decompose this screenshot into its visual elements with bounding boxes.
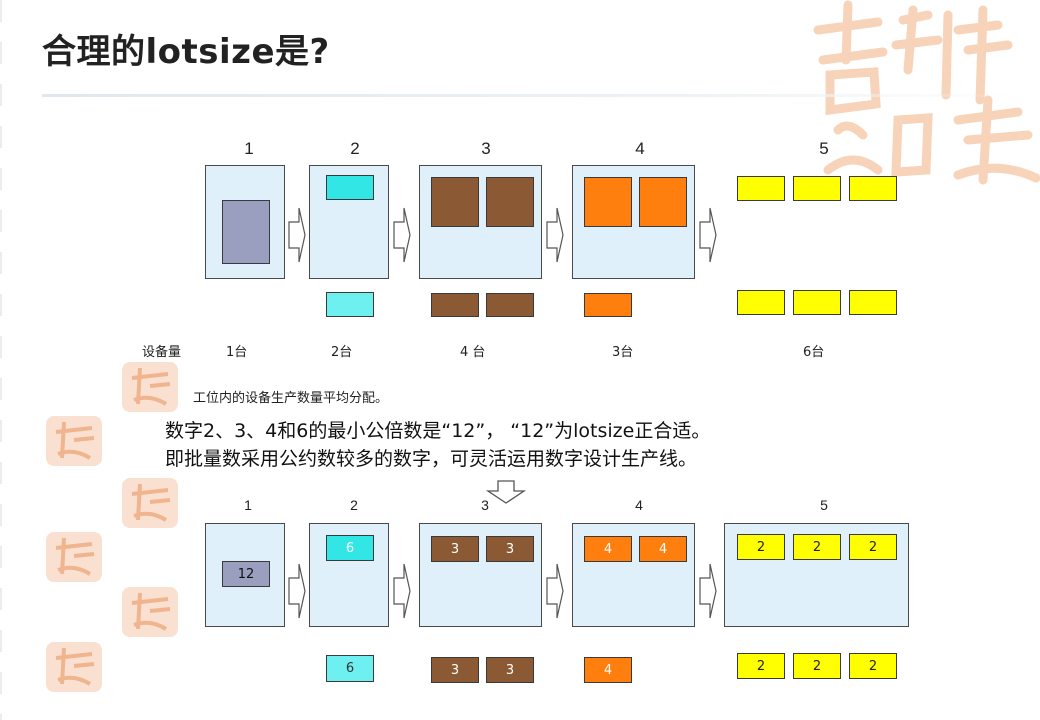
flow-arrow-icon <box>288 207 306 263</box>
lot-block: 6 <box>326 655 374 682</box>
equipment-count: 3台 <box>612 345 634 360</box>
note-text: 工位内的设备生产数量平均分配。 <box>193 391 389 406</box>
station-number: 5 <box>819 139 829 158</box>
station-number: 4 <box>635 139 645 158</box>
equipment-block <box>737 290 785 315</box>
equipment-block <box>326 292 374 317</box>
equipment-block <box>222 200 270 264</box>
lot-block: 4 <box>639 536 687 562</box>
seal-stamp-icon <box>122 362 178 412</box>
flow-arrow-icon <box>288 563 306 619</box>
equipment-block <box>849 290 897 315</box>
flow-arrow-icon <box>393 563 411 619</box>
equipment-block <box>737 176 785 201</box>
lot-block: 2 <box>849 653 897 679</box>
equipment-block <box>849 176 897 201</box>
flow-arrow-icon <box>699 207 717 263</box>
lot-block: 3 <box>431 536 479 562</box>
lot-block: 2 <box>849 534 897 560</box>
equipment-block <box>326 175 374 200</box>
equipment-count: 1台 <box>226 345 248 360</box>
flow-arrow-icon <box>546 563 564 619</box>
lot-block: 12 <box>222 561 270 587</box>
flow-arrow-icon <box>699 563 717 619</box>
seal-stamp-icon <box>122 587 178 637</box>
station-number: 2 <box>350 497 358 513</box>
equipment-block <box>793 176 841 201</box>
equipment-block <box>584 177 632 227</box>
flow-arrow-icon <box>546 207 564 263</box>
lot-block: 2 <box>737 534 785 560</box>
lot-block: 4 <box>584 536 632 562</box>
explanation-line: 数字2、3、4和6的最小公倍数是“12”， “12”为lotsize正合适。 <box>165 420 711 442</box>
seal-stamp-icon <box>46 532 102 582</box>
lot-block: 6 <box>326 535 374 561</box>
equipment-block <box>584 293 632 317</box>
station-number: 3 <box>481 497 489 513</box>
station-number: 1 <box>244 497 252 513</box>
equipment-block <box>431 177 479 227</box>
station-number: 4 <box>635 497 643 513</box>
equipment-block <box>793 290 841 315</box>
lot-block: 4 <box>584 657 632 683</box>
station-number: 2 <box>350 139 360 158</box>
seal-stamp-icon <box>46 642 102 692</box>
lot-block: 2 <box>793 534 841 560</box>
station-number: 3 <box>481 139 491 158</box>
equipment-block <box>639 177 687 227</box>
watermark-calligraphy <box>813 0 1040 185</box>
explanation-line: 即批量数采用公约数较多的数字，可灵活运用数字设计生产线。 <box>165 448 698 470</box>
lot-block: 2 <box>793 653 841 679</box>
seal-stamp-icon <box>46 416 102 466</box>
lot-block: 3 <box>486 536 534 562</box>
down-arrow-icon <box>485 480 527 504</box>
station-number: 1 <box>244 139 254 158</box>
station-number: 5 <box>820 497 828 513</box>
lot-block: 3 <box>486 657 534 683</box>
lot-block: 2 <box>737 653 785 679</box>
lot-block: 3 <box>431 657 479 683</box>
equipment-count: 2台 <box>331 345 353 360</box>
equipment-count: 6台 <box>803 345 825 360</box>
equipment-count: 4 台 <box>460 345 486 360</box>
page-title: 合理的lotsize是? <box>42 32 330 72</box>
equipment-block <box>486 177 534 227</box>
equipment-label: 设备量 <box>142 345 182 360</box>
equipment-block <box>431 293 479 317</box>
flow-arrow-icon <box>393 207 411 263</box>
title-divider <box>42 94 1022 97</box>
seal-stamp-icon <box>122 478 178 528</box>
equipment-block <box>486 293 534 317</box>
